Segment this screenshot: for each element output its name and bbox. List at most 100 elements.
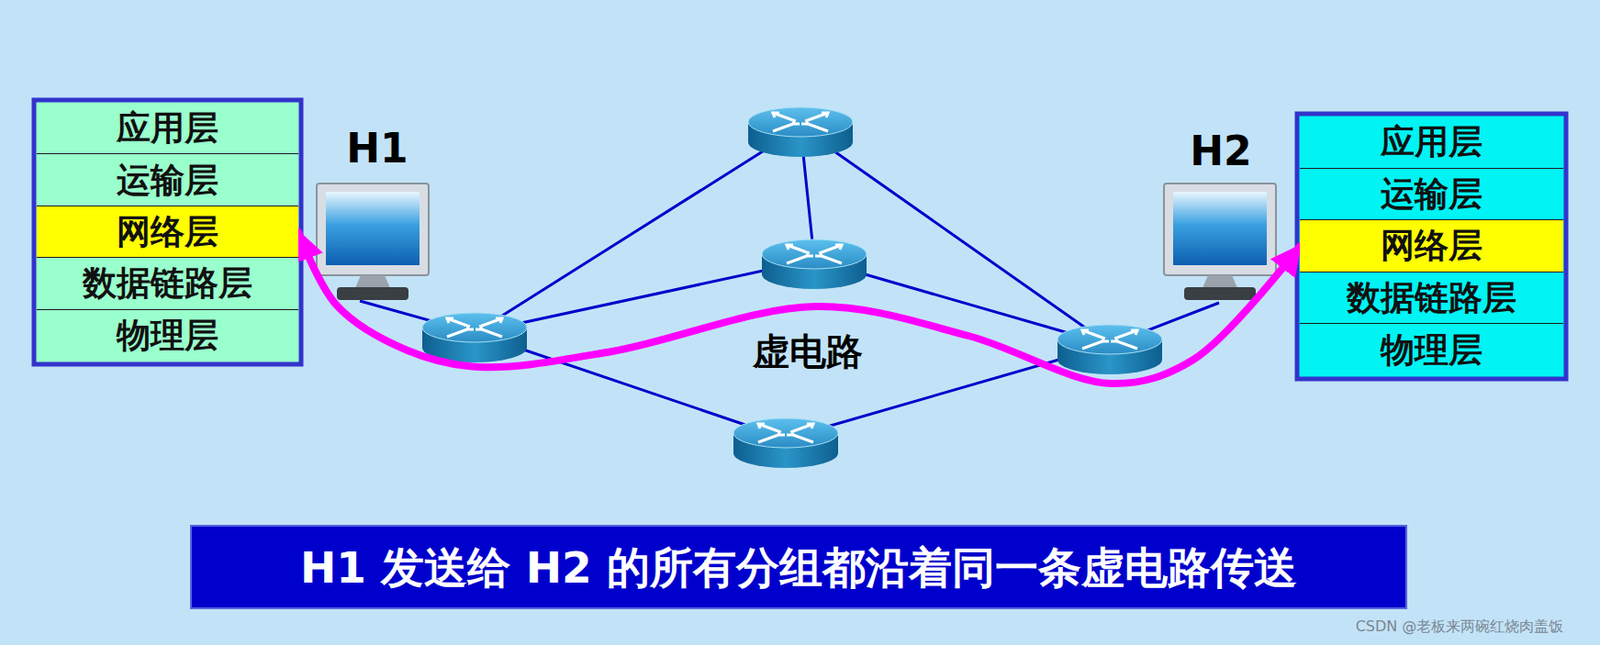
protocol-layer: 网络层	[36, 206, 299, 258]
monitor-frame	[1163, 183, 1276, 276]
network-link	[800, 127, 1110, 346]
router-arrows	[772, 112, 828, 132]
router-top	[1057, 324, 1163, 355]
router-arrow	[807, 112, 828, 121]
protocol-layer: 物理层	[36, 310, 299, 362]
layer-name: 运输层	[116, 163, 219, 198]
router-arrows	[1082, 330, 1138, 349]
computer-group	[316, 183, 1276, 301]
router-arrowhead	[447, 318, 454, 324]
monitor-screen	[325, 191, 420, 266]
router-arrow	[1117, 341, 1138, 349]
protocol-layer: 运输层	[1299, 168, 1564, 222]
stack-frame	[33, 100, 302, 365]
protocol-layer: 运输层	[36, 154, 299, 206]
protocol-layer: 数据链路层	[36, 257, 299, 310]
protocol-layer: 应用层	[36, 102, 299, 155]
router-arrowhead	[758, 424, 765, 429]
router-top	[761, 239, 867, 269]
stack-frame	[1297, 113, 1567, 380]
router-arrowhead	[772, 112, 780, 118]
router-arrow	[821, 245, 842, 253]
router-arrow	[481, 318, 503, 326]
monitor-base	[1184, 287, 1256, 301]
router-arrow	[481, 329, 503, 337]
router-arrowhead	[786, 430, 794, 436]
layer-name: 数据链路层	[1346, 280, 1517, 315]
router-icon	[1057, 324, 1163, 375]
layer-name: 网络层	[1380, 228, 1483, 263]
layer-name: 应用层	[1380, 124, 1483, 159]
layer-name: 数据链路层	[82, 266, 253, 301]
protocol-layer: 物理层	[1299, 324, 1564, 377]
computer-icon	[1163, 183, 1276, 301]
monitor-stand	[1202, 275, 1238, 289]
layer-name: 网络层	[116, 214, 219, 249]
layer-name: 物理层	[1380, 333, 1483, 368]
router-icon	[761, 239, 867, 290]
network-link	[474, 127, 801, 334]
circuit-label: 虚电路	[752, 326, 863, 378]
router-arrowhead	[1082, 330, 1089, 336]
router-icon	[422, 313, 527, 363]
router-arrowhead	[467, 324, 474, 330]
router-arrowhead	[1102, 336, 1109, 342]
layer-name: 物理层	[116, 318, 219, 353]
watermark: CSDN @老板来两碗红烧肉盖饭	[1355, 617, 1565, 638]
router-arrows	[758, 424, 814, 443]
router-group	[422, 107, 1163, 469]
layer-name: 运输层	[1380, 177, 1483, 212]
network-link	[359, 127, 1220, 439]
router-arrowhead	[475, 324, 482, 330]
router-arrowhead	[821, 112, 828, 118]
router-arrows	[447, 318, 503, 337]
router-arrows	[786, 245, 842, 264]
virtual-circuit-arrow	[298, 232, 1300, 384]
monitor-stand	[355, 275, 391, 289]
router-arrow	[1082, 330, 1103, 338]
connector-group	[298, 232, 1300, 384]
router-top	[422, 313, 527, 343]
caption-banner: H1 发送给 H2 的所有分组都沿着同一条虚电路传送	[190, 525, 1408, 610]
router-arrow	[772, 123, 794, 132]
router-arrow	[447, 329, 468, 337]
protocol-layer: 数据链路层	[1299, 272, 1564, 325]
router-arrowhead	[1110, 336, 1118, 342]
router-arrowhead	[793, 119, 800, 124]
router-arrow	[786, 245, 807, 253]
router-arrowhead	[495, 318, 503, 324]
router-top	[748, 107, 853, 137]
caption-text: H1 发送给 H2 的所有分组都沿着同一条虚电路传送	[300, 546, 1298, 590]
monitor-screen	[1173, 191, 1267, 266]
host-name: H2	[1189, 127, 1252, 175]
router-arrow	[1117, 330, 1138, 338]
router-icon	[748, 107, 853, 157]
router-arrowhead	[806, 424, 814, 429]
router-arrow	[821, 256, 842, 264]
router-arrow	[793, 435, 814, 443]
router-arrowhead	[1130, 330, 1138, 336]
router-arrowhead	[786, 245, 794, 250]
computer-icon	[316, 183, 429, 301]
router-arrowhead	[815, 251, 822, 257]
router-top	[733, 418, 839, 448]
router-arrow	[786, 256, 807, 264]
router-arrow	[807, 123, 828, 132]
protocol-layer: 网络层	[1299, 220, 1564, 273]
router-arrowhead	[778, 430, 785, 436]
router-arrow	[793, 424, 814, 432]
router-arrow	[758, 424, 779, 432]
router-arrow	[758, 435, 779, 443]
protocol-layer: 应用层	[1299, 116, 1564, 169]
host-name: H1	[346, 124, 408, 172]
monitor-base	[336, 287, 409, 301]
router-arrowhead	[801, 119, 808, 124]
router-arrowhead	[806, 251, 814, 257]
monitor-frame	[316, 183, 429, 276]
router-arrowhead	[835, 245, 842, 250]
layer-name: 应用层	[116, 111, 219, 146]
router-arrow	[1082, 341, 1103, 349]
router-arrow	[772, 112, 794, 121]
